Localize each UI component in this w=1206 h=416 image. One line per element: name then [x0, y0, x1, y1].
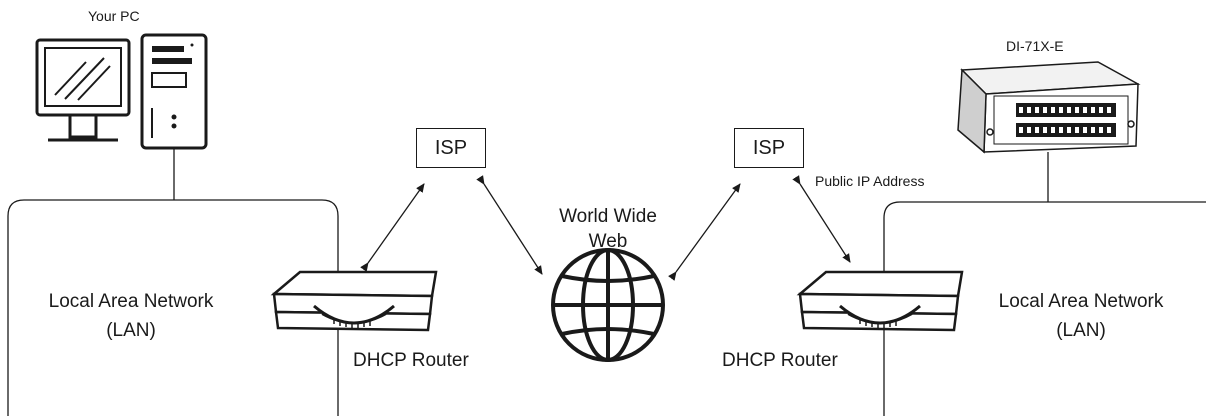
- right-lan-label: Local Area Network (LAN): [974, 287, 1188, 345]
- web-isp-arrow-right: [668, 183, 741, 281]
- right-isp-box: ISP: [734, 128, 804, 168]
- www-label-line2: Web: [588, 231, 628, 252]
- pc-tower-icon: [140, 33, 208, 150]
- www-label-line1: World Wide: [559, 206, 657, 227]
- left-lan-label: Local Area Network (LAN): [24, 287, 238, 345]
- device-label: DI-71X-E: [1006, 38, 1064, 54]
- pc-label: Your PC: [88, 8, 140, 24]
- left-lan-label-line1: Local Area Network: [48, 291, 214, 312]
- www-label: World Wide Web: [540, 204, 676, 254]
- public-ip-label: Public IP Address: [815, 173, 925, 189]
- right-router-label: DHCP Router: [722, 350, 838, 371]
- left-isp-label: ISP: [434, 136, 468, 159]
- right-lan-boundary: [883, 201, 1206, 416]
- isp-router-arrow-right: [792, 175, 851, 263]
- left-lan-label-line2: (LAN): [106, 320, 156, 341]
- right-lan-label-line2: (LAN): [1056, 320, 1106, 341]
- right-lan-label-line1: Local Area Network: [998, 291, 1164, 312]
- router-isp-arrow-left: [360, 183, 425, 272]
- world-wide-web-globe-icon: [551, 248, 665, 362]
- right-dhcp-router-icon: [796, 270, 964, 332]
- pc-monitor-icon: [35, 38, 131, 142]
- left-dhcp-router-icon: [270, 270, 438, 332]
- isp-web-arrow-left: [476, 175, 543, 275]
- di71xe-device-icon: [957, 61, 1141, 154]
- left-router-label: DHCP Router: [353, 350, 469, 371]
- right-isp-label: ISP: [752, 136, 786, 159]
- left-lan-boundary: [7, 199, 339, 416]
- left-isp-box: ISP: [416, 128, 486, 168]
